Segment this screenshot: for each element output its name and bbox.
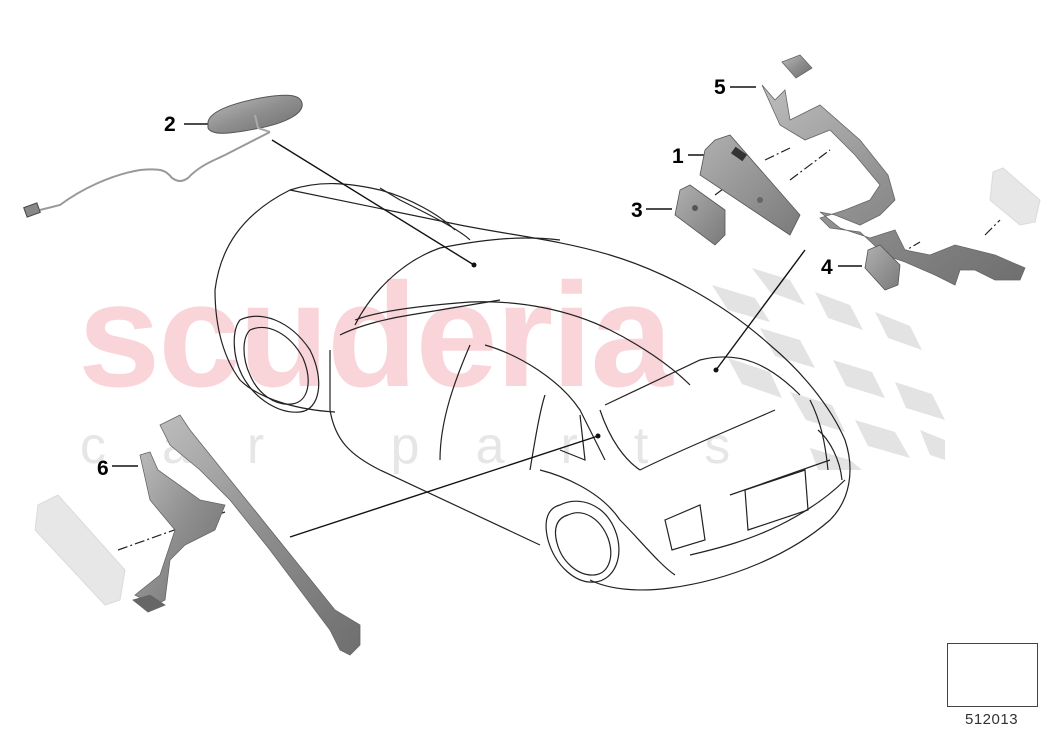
ghost-module-left [34,494,126,606]
part-2-mirror [23,94,303,218]
callout-5: 5 [714,76,726,99]
car-outline [214,183,851,591]
callout-2: 2 [164,113,176,136]
checker-flag-watermark [712,268,945,470]
part-3-module [674,184,726,246]
direction-reference-box [947,643,1038,707]
callout-1: 1 [672,145,684,168]
part-6-bracket [132,414,361,656]
ghost-module-right [989,167,1041,226]
part-1-module [699,134,801,236]
callout-3: 3 [631,199,643,222]
callout-6: 6 [97,457,109,480]
diagram-reference-number: 512013 [965,711,1019,728]
watermark-brand: scuderia [78,253,673,418]
leader-dots [471,262,719,439]
part-5-bracket [761,54,1026,286]
callout-4: 4 [821,256,833,279]
part-4-connector [864,244,901,291]
